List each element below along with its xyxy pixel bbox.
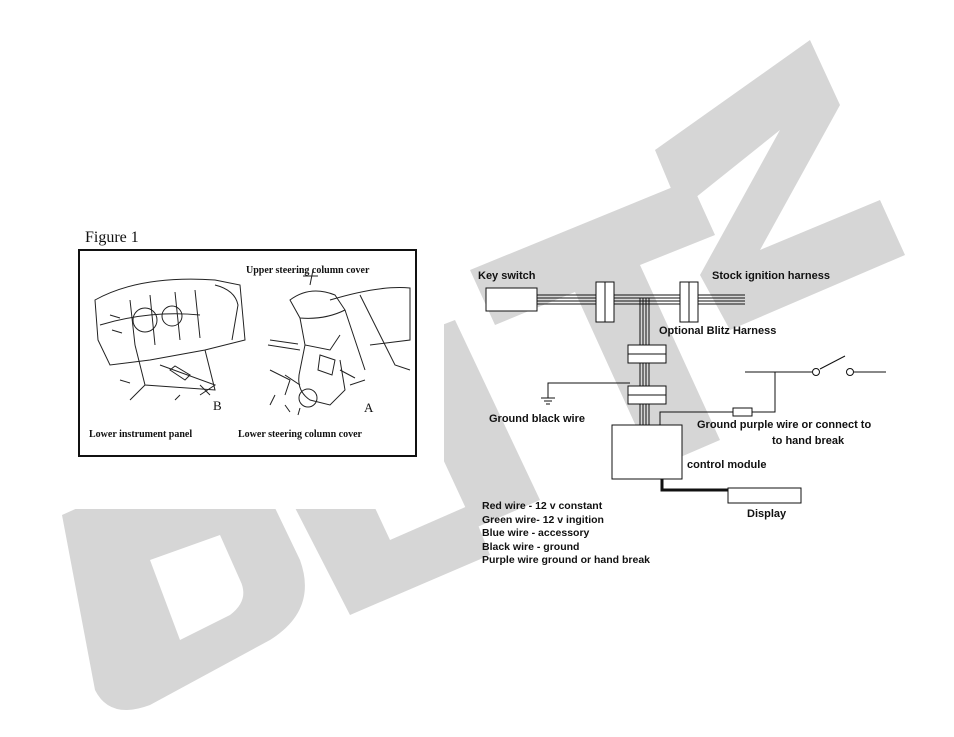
ground-purple-label-2: to hand break bbox=[772, 435, 845, 447]
marker-a: A bbox=[364, 400, 374, 415]
wire-color-legend: Red wire - 12 v constant Green wire- 12 … bbox=[482, 500, 650, 568]
legend-item: Purple wire ground or hand break bbox=[482, 554, 651, 566]
ground-purple-label-1: Ground purple wire or connect to bbox=[697, 419, 872, 431]
lower-steering-cover-label: Lower steering column cover bbox=[238, 429, 362, 440]
display-label: Display bbox=[747, 508, 787, 520]
marker-b: B bbox=[213, 398, 222, 413]
figure1-title: Figure 1 bbox=[85, 229, 139, 246]
upper-steering-cover-label: Upper steering column cover bbox=[246, 265, 370, 276]
control-module-box bbox=[611, 424, 683, 480]
control-module-label: control module bbox=[687, 459, 767, 471]
legend-item: Red wire - 12 v constant bbox=[482, 500, 603, 512]
switch-contact-left bbox=[812, 368, 820, 376]
switch-contact-right bbox=[846, 368, 854, 376]
key-switch-label: Key switch bbox=[478, 270, 536, 282]
legend-item: Blue wire - accessory bbox=[482, 527, 590, 539]
display-box bbox=[727, 487, 802, 504]
figure1-frame bbox=[78, 249, 417, 457]
key-switch-box bbox=[485, 287, 538, 312]
optional-harness-label: Optional Blitz Harness bbox=[659, 325, 777, 337]
lower-instrument-panel-label: Lower instrument panel bbox=[89, 429, 193, 440]
stock-harness-label: Stock ignition harness bbox=[712, 270, 830, 282]
ground-black-label: Ground black wire bbox=[489, 413, 585, 425]
legend-item: Black wire - ground bbox=[482, 540, 580, 553]
legend-item: Green wire- 12 v ingition bbox=[482, 513, 604, 526]
resistor bbox=[732, 407, 753, 417]
